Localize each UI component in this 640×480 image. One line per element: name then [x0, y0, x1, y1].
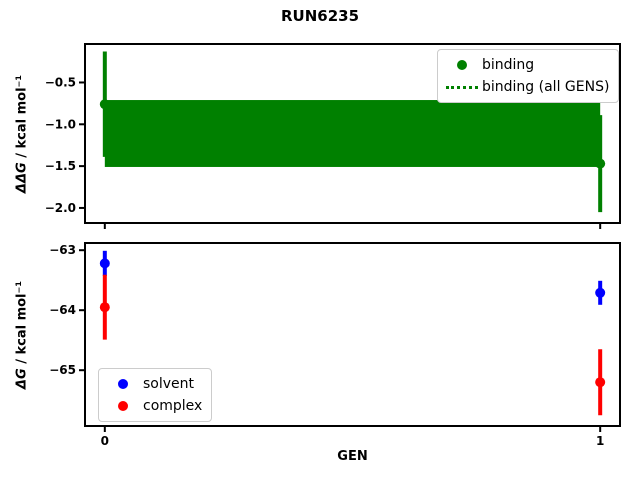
legend-label: binding (all GENS)	[482, 79, 610, 95]
y-tick-label: −63	[49, 243, 76, 257]
bottom-axes: −63 −64 −65 0 1	[49, 242, 621, 448]
legend-marker-cell	[442, 60, 482, 70]
legend-label: solvent	[143, 376, 195, 392]
x-axis-label: GEN	[337, 449, 368, 464]
binding-all-gens-dotted-line-icon	[446, 85, 478, 89]
top-legend: binding binding (all GENS)	[437, 49, 620, 103]
solvent-dot-icon	[118, 379, 128, 389]
bottom-y-axis-label-math: ΔG	[14, 368, 30, 390]
binding-data-point	[99, 99, 110, 110]
axes-frame	[84, 43, 621, 224]
legend-marker-cell	[442, 85, 482, 89]
y-tick-label: −65	[49, 363, 76, 377]
legend-entry-solvent: solvent	[103, 373, 202, 395]
y-tick-label: −64	[49, 303, 76, 317]
y-tick-label: −0.5	[45, 75, 76, 89]
legend-entry-complex: complex	[103, 395, 202, 417]
legend-marker-cell	[103, 401, 143, 411]
top-y-axis-label: ΔΔG / kcal mol⁻¹	[15, 75, 30, 193]
bottom-y-axis-label: ΔG / kcal mol⁻¹	[15, 281, 30, 389]
complex-data-point	[99, 302, 110, 313]
binding-dot-icon	[457, 60, 467, 70]
axes-frame	[84, 242, 621, 427]
x-tick-label: 0	[101, 434, 109, 448]
bottom-y-axis-label-units: / kcal mol⁻¹	[14, 280, 30, 369]
complex-dot-icon	[118, 401, 128, 411]
binding-data-point	[595, 158, 606, 169]
y-tick-label: −2.0	[45, 201, 76, 215]
top-y-axis-label-units: / kcal mol⁻¹	[14, 74, 30, 163]
solvent-data-point	[99, 258, 110, 269]
legend-label: binding	[482, 57, 535, 73]
solvent-data-point	[595, 287, 606, 298]
top-y-axis-label-math: ΔΔG	[14, 162, 30, 194]
complex-data-point	[595, 377, 606, 388]
bottom-legend: solvent complex	[98, 368, 213, 422]
all-gens-std-band	[104, 100, 601, 167]
legend-entry-binding-all-gens: binding (all GENS)	[442, 76, 609, 98]
figure-title: RUN6235	[280, 7, 360, 25]
legend-label: complex	[143, 398, 203, 414]
x-tick-label: 1	[596, 434, 604, 448]
legend-entry-binding: binding	[442, 54, 609, 76]
y-tick-label: −1.0	[45, 117, 76, 131]
legend-marker-cell	[103, 379, 143, 389]
y-tick-label: −1.5	[45, 159, 76, 173]
top-axes: −0.5 −1.0 −1.5 −2.0	[45, 43, 621, 229]
